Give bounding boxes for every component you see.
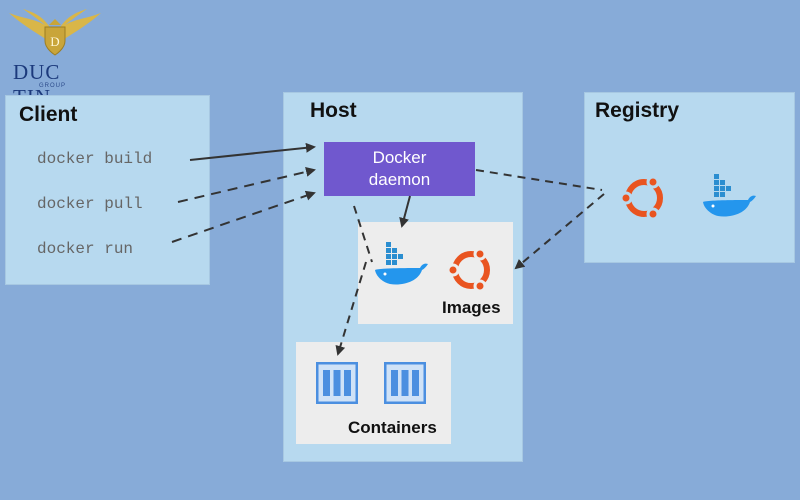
daemon-label-line1: Docker: [372, 148, 427, 167]
docker-whale-icon: [375, 242, 428, 285]
registry-docker-whale-icon: [703, 174, 756, 217]
docker-build-command: docker build: [37, 150, 153, 168]
winged-shield-icon: D: [9, 9, 101, 56]
daemon-to-registry-line: [475, 169, 603, 191]
container-icon-2: [384, 362, 426, 404]
svg-text:D: D: [50, 34, 59, 49]
logo-subtitle: GROUP: [39, 83, 67, 89]
docker-pull-command: docker pull: [37, 195, 143, 213]
daemon-label-line2: daemon: [368, 170, 431, 189]
registry-to-images-arrow: [514, 193, 605, 270]
docker-run-command: docker run: [37, 240, 134, 258]
images-label: Images: [442, 298, 501, 317]
client-panel: Client: [5, 95, 210, 285]
docker-daemon-box: Docker daemon: [324, 142, 475, 196]
client-title: Client: [19, 103, 78, 126]
build-arrow: [189, 142, 316, 161]
images-to-containers-arrow: [335, 261, 367, 356]
ubuntu-logo-icon: [446, 247, 490, 293]
containers-label: Containers: [348, 418, 437, 437]
container-icon: [316, 362, 358, 404]
daemon-to-images-arrow: [399, 195, 411, 228]
daemon-to-run-line: [353, 205, 373, 263]
run-arrow: [171, 190, 316, 243]
registry-title: Registry: [595, 99, 680, 122]
registry-panel: Registry: [584, 92, 795, 263]
registry-ubuntu-logo-icon: [619, 175, 663, 221]
pull-arrow: [177, 166, 316, 203]
host-title: Host: [310, 99, 357, 122]
